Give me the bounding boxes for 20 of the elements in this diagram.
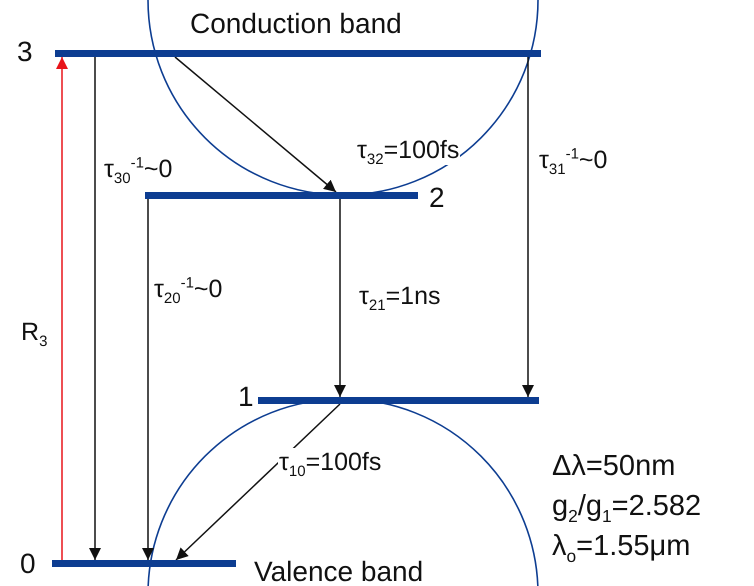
arrow xyxy=(142,199,154,560)
band-label: Conduction band xyxy=(190,10,402,38)
arrow xyxy=(334,199,346,397)
edge-label: τ$_{10}$=100fs xyxy=(278,448,382,477)
level-number: 0 xyxy=(20,550,36,578)
level-number: 2 xyxy=(429,184,445,212)
parameter-note: Δλ=50nm xyxy=(552,452,676,481)
arrow xyxy=(174,56,336,193)
edge-label: τ$_{20}$$^{-1}$~0 xyxy=(153,275,224,304)
arrow xyxy=(522,57,534,397)
parameter-note: g$_{2}$/g$_{1}$=2.582 xyxy=(552,492,702,521)
band-label: Valence band xyxy=(254,558,424,586)
edge-label: τ$_{30}$$^{-1}$~0 xyxy=(103,155,174,184)
arrow xyxy=(89,57,101,560)
arrow xyxy=(175,403,341,561)
parameter-note: λ$_{o}$=1.55μm xyxy=(552,532,690,561)
level-number: 3 xyxy=(17,38,33,66)
arrow xyxy=(56,57,68,560)
level-number: 1 xyxy=(238,383,254,411)
edge-label: τ$_{31}$$^{-1}$~0 xyxy=(538,146,608,175)
